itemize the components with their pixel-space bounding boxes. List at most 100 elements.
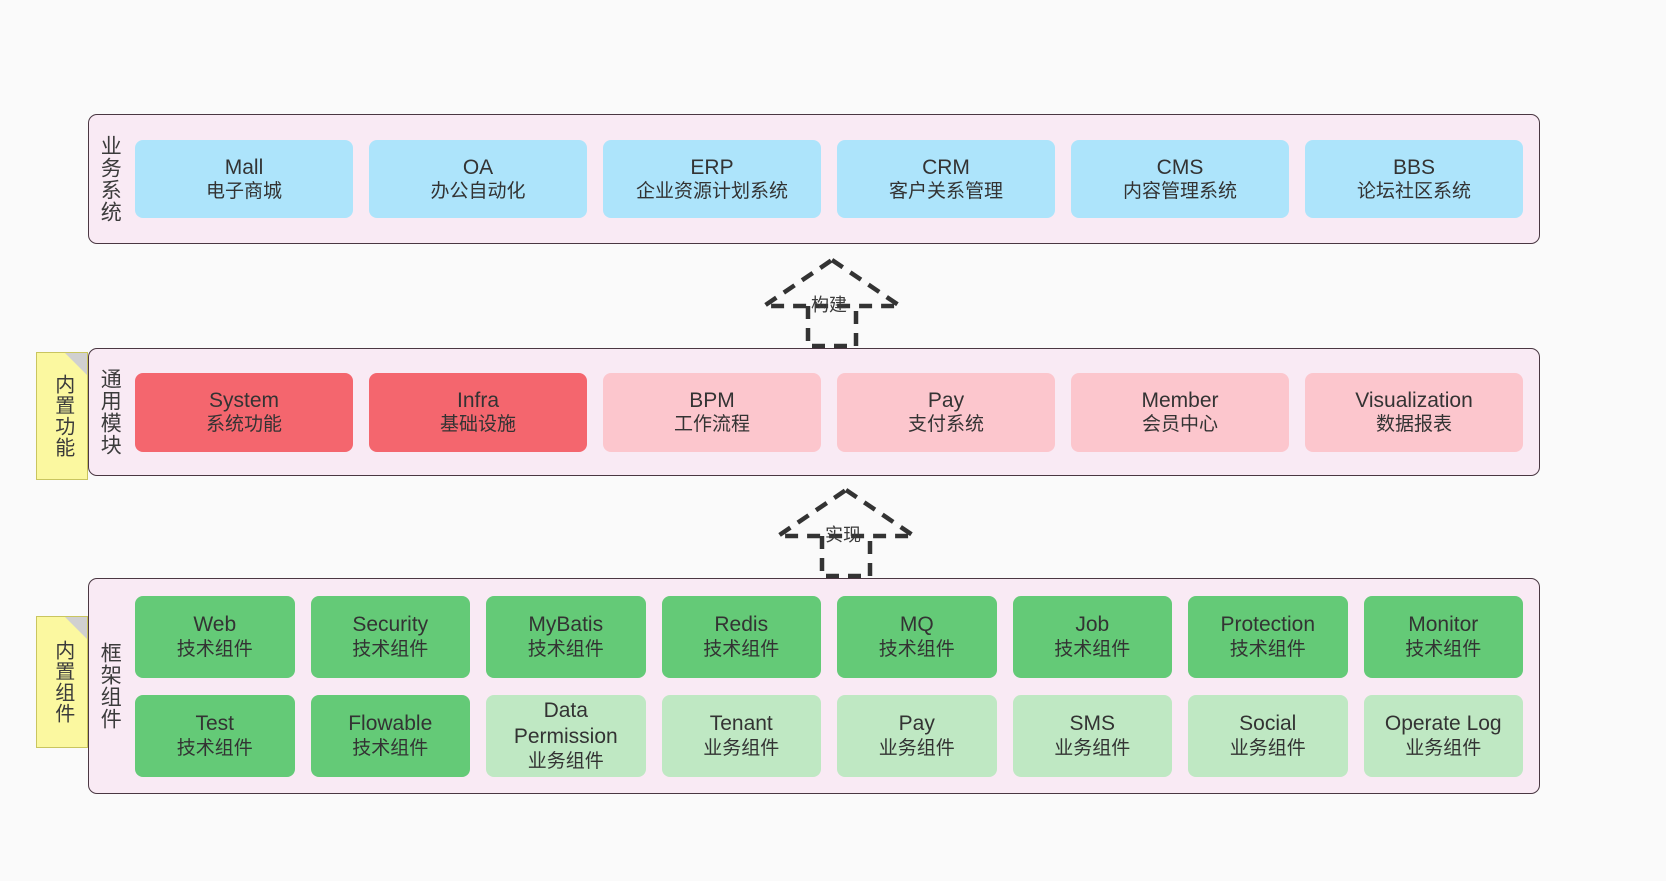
node-subtitle: 技术组件 xyxy=(703,638,780,660)
connector-build-label: 构建 xyxy=(811,295,847,315)
note-fold-icon xyxy=(65,617,87,639)
note-label: 内置组件 xyxy=(51,640,74,724)
node-subtitle: 技术组件 xyxy=(1054,638,1131,660)
node-oa[interactable]: OA 办公自动化 xyxy=(369,140,587,218)
node-title: Infra xyxy=(456,388,500,412)
layer-body-common-modules: System 系统功能 Infra 基础设施 BPM 工作流程 Pay 支付系统… xyxy=(129,349,1539,475)
node-title: BBS xyxy=(1392,155,1436,179)
node-subtitle: 技术组件 xyxy=(1405,638,1482,660)
node-subtitle: 企业资源计划系统 xyxy=(635,181,788,203)
node-title: Redis xyxy=(714,613,769,637)
node-subtitle: 支付系统 xyxy=(907,414,984,436)
node-title: Mall xyxy=(224,155,264,179)
layer-common-modules: 通用模块 System 系统功能 Infra 基础设施 BPM 工作流程 Pay… xyxy=(88,348,1540,476)
node-subtitle: 技术组件 xyxy=(352,737,429,759)
node-subtitle: 会员中心 xyxy=(1141,414,1218,436)
layer-body-framework-components: Web 技术组件 Security 技术组件 MyBatis 技术组件 Redi… xyxy=(129,579,1539,793)
node-system[interactable]: System 系统功能 xyxy=(135,372,353,452)
node-title: Test xyxy=(195,712,234,736)
node-title: Job xyxy=(1075,613,1110,637)
node-flowable[interactable]: Flowable 技术组件 xyxy=(310,694,470,777)
node-test[interactable]: Test 技术组件 xyxy=(135,694,295,777)
node-title: OA xyxy=(462,155,494,179)
node-title: CRM xyxy=(922,155,970,179)
node-subtitle: 技术组件 xyxy=(176,638,253,660)
node-title: MQ xyxy=(899,613,934,637)
layer-business-system: 业务系统 Mall 电子商城 OA 办公自动化 ERP 企业资源计划系统 CRM… xyxy=(88,114,1540,244)
node-cms[interactable]: CMS 内容管理系统 xyxy=(1071,140,1289,218)
node-operate-log[interactable]: Operate Log 业务组件 xyxy=(1363,694,1523,777)
layer-row: Test 技术组件 Flowable 技术组件 Data Permission … xyxy=(135,694,1523,777)
node-title: Pay xyxy=(898,712,935,736)
node-subtitle: 内容管理系统 xyxy=(1122,181,1237,203)
layer-row: System 系统功能 Infra 基础设施 BPM 工作流程 Pay 支付系统… xyxy=(135,372,1523,452)
node-member[interactable]: Member 会员中心 xyxy=(1071,372,1289,452)
node-security[interactable]: Security 技术组件 xyxy=(310,595,470,678)
node-crm[interactable]: CRM 客户关系管理 xyxy=(837,140,1055,218)
node-title: CMS xyxy=(1156,155,1204,179)
node-subtitle: 数据报表 xyxy=(1375,414,1452,436)
node-title: Monitor xyxy=(1408,613,1479,637)
node-title: Visualization xyxy=(1355,388,1473,412)
node-tenant[interactable]: Tenant 业务组件 xyxy=(661,694,821,777)
node-infra[interactable]: Infra 基础设施 xyxy=(369,372,587,452)
node-mall[interactable]: Mall 电子商城 xyxy=(135,140,353,218)
node-title: ERP xyxy=(690,155,734,179)
node-title: Pay xyxy=(927,388,965,412)
node-visualization[interactable]: Visualization 数据报表 xyxy=(1305,372,1523,452)
node-subtitle: 业务组件 xyxy=(1229,737,1306,759)
node-subtitle: 业务组件 xyxy=(527,750,604,772)
node-title: Operate Log xyxy=(1384,712,1502,736)
node-subtitle: 技术组件 xyxy=(527,638,604,660)
node-title: MyBatis xyxy=(528,613,604,637)
connector-implement-label: 实现 xyxy=(825,525,861,545)
node-bpm[interactable]: BPM 工作流程 xyxy=(603,372,821,452)
node-protection[interactable]: Protection 技术组件 xyxy=(1188,595,1348,678)
node-title: Data Permission xyxy=(513,699,618,748)
node-pay-component[interactable]: Pay 业务组件 xyxy=(837,694,997,777)
node-subtitle: 办公自动化 xyxy=(430,181,526,203)
node-mybatis[interactable]: MyBatis 技术组件 xyxy=(486,595,646,678)
node-subtitle: 技术组件 xyxy=(176,737,253,759)
node-monitor[interactable]: Monitor 技术组件 xyxy=(1363,595,1523,678)
node-subtitle: 技术组件 xyxy=(878,638,955,660)
node-title: Member xyxy=(1141,388,1219,412)
node-subtitle: 业务组件 xyxy=(703,737,780,759)
layer-row: Web 技术组件 Security 技术组件 MyBatis 技术组件 Redi… xyxy=(135,595,1523,678)
layer-title-framework-components: 框架组件 xyxy=(98,642,122,730)
node-redis[interactable]: Redis 技术组件 xyxy=(661,595,821,678)
node-social[interactable]: Social 业务组件 xyxy=(1188,694,1348,777)
node-job[interactable]: Job 技术组件 xyxy=(1012,595,1172,678)
node-subtitle: 技术组件 xyxy=(352,638,429,660)
note-built-in-functions: 内置功能 xyxy=(36,352,88,480)
node-web[interactable]: Web 技术组件 xyxy=(135,595,295,678)
node-subtitle: 论坛社区系统 xyxy=(1356,181,1471,203)
node-title: Flowable xyxy=(348,712,433,736)
node-mq[interactable]: MQ 技术组件 xyxy=(837,595,997,678)
layer-title-common-modules: 通用模块 xyxy=(98,368,122,456)
node-subtitle: 系统功能 xyxy=(205,414,282,436)
node-title: Tenant xyxy=(709,712,773,736)
node-title: Web xyxy=(193,613,237,637)
node-erp[interactable]: ERP 企业资源计划系统 xyxy=(603,140,821,218)
note-fold-icon xyxy=(65,353,87,375)
layer-framework-components: 框架组件 Web 技术组件 Security 技术组件 MyBatis 技术组件… xyxy=(88,578,1540,794)
node-pay[interactable]: Pay 支付系统 xyxy=(837,372,1055,452)
note-built-in-components: 内置组件 xyxy=(36,616,88,748)
node-subtitle: 技术组件 xyxy=(1229,638,1306,660)
layer-body-business-system: Mall 电子商城 OA 办公自动化 ERP 企业资源计划系统 CRM 客户关系… xyxy=(129,115,1539,243)
node-subtitle: 基础设施 xyxy=(439,414,516,436)
node-title: Social xyxy=(1239,712,1297,736)
layer-row: Mall 电子商城 OA 办公自动化 ERP 企业资源计划系统 CRM 客户关系… xyxy=(135,140,1523,218)
node-subtitle: 业务组件 xyxy=(1405,737,1482,759)
node-title: SMS xyxy=(1069,712,1115,736)
node-subtitle: 业务组件 xyxy=(878,737,955,759)
node-sms[interactable]: SMS 业务组件 xyxy=(1012,694,1172,777)
node-subtitle: 电子商城 xyxy=(205,181,282,203)
node-data-permission[interactable]: Data Permission 业务组件 xyxy=(486,694,646,777)
node-title: Security xyxy=(352,613,429,637)
node-title: BPM xyxy=(689,388,735,412)
node-subtitle: 客户关系管理 xyxy=(888,181,1003,203)
node-bbs[interactable]: BBS 论坛社区系统 xyxy=(1305,140,1523,218)
